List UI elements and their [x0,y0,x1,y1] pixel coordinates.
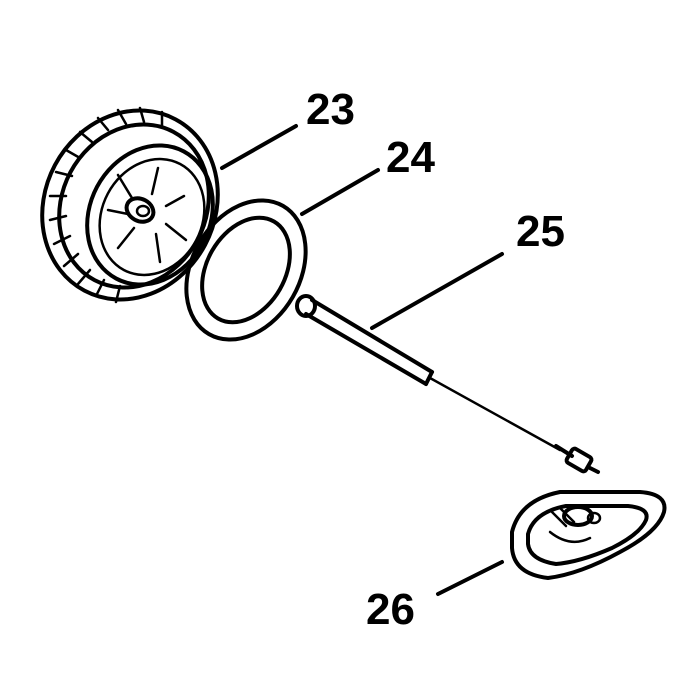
part-23-fuel-cap [40,106,220,304]
part-24-gasket [184,198,308,342]
part-25-rod-cable [295,294,600,474]
callout-26: 26 [366,585,415,634]
callout-23: 23 [306,85,355,134]
leader-line-24 [300,168,380,216]
callout-24: 24 [386,133,435,182]
part-26-bracket [510,490,667,580]
leader-line-26 [436,560,504,596]
leader-line-23 [220,124,298,170]
callout-25: 25 [516,207,565,256]
leader-line-25 [370,252,504,330]
